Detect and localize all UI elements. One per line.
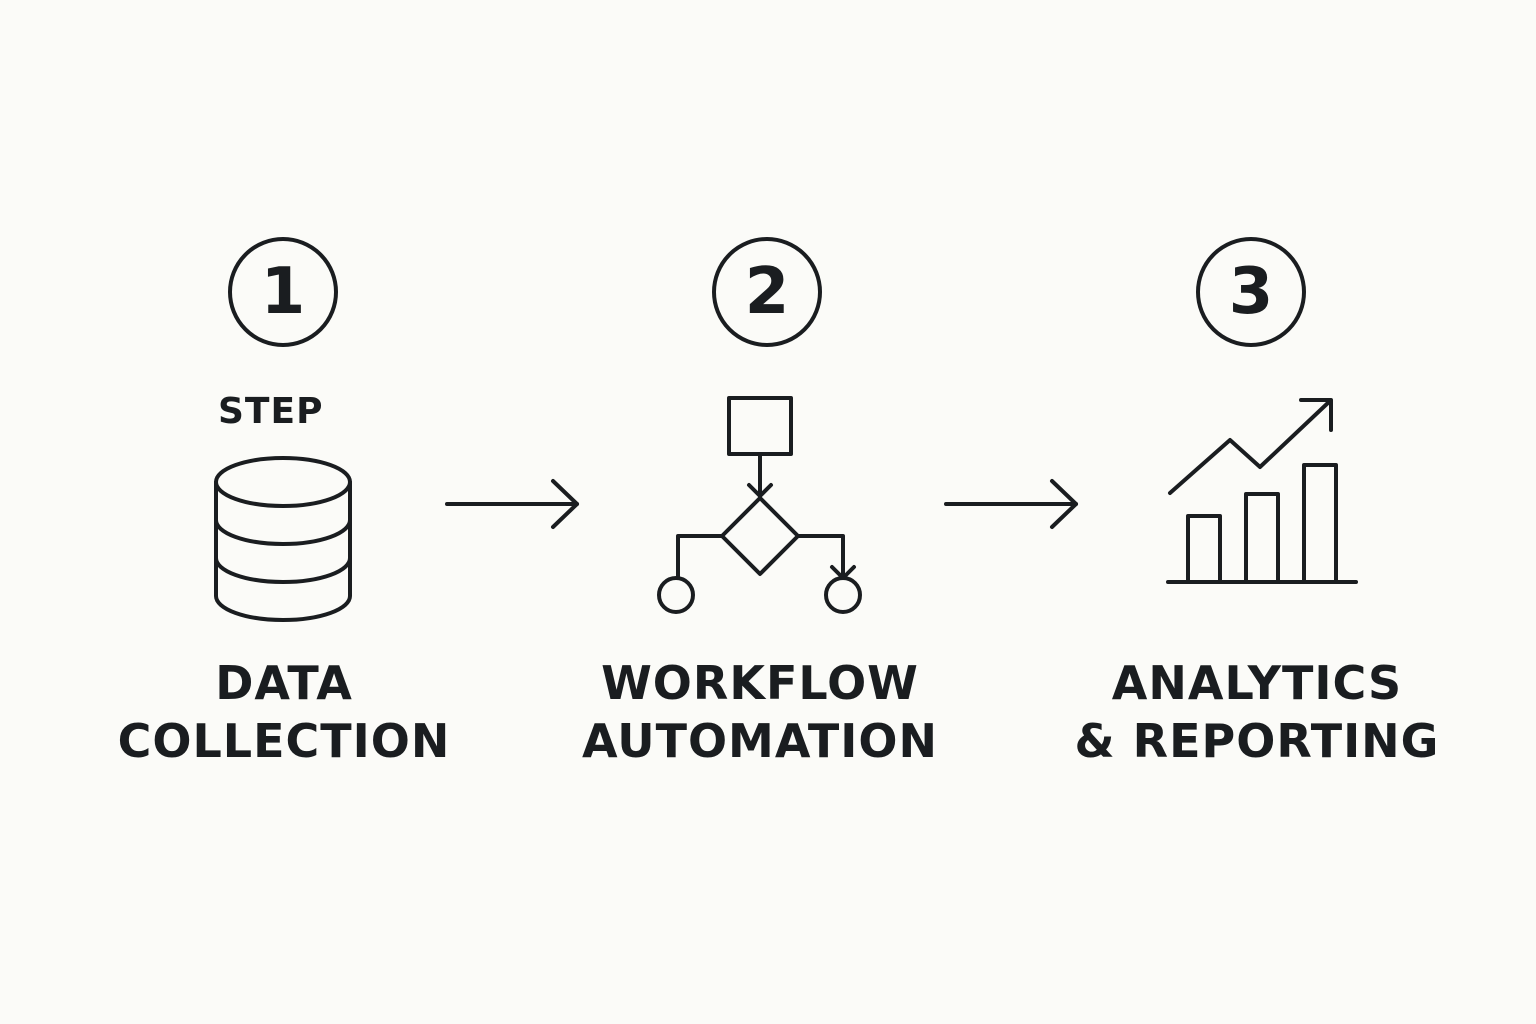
step-1-label-line2: COLLECTION	[117, 714, 451, 768]
step-3-label: ANALYTICS & REPORTING	[1074, 654, 1440, 770]
arrow-right-icon	[944, 479, 1078, 529]
step-3-number: 3	[1196, 237, 1306, 347]
step-2-label-line2: AUTOMATION	[582, 714, 938, 768]
step-1-label-line1: DATA	[215, 656, 353, 710]
step-1-number: 1	[228, 237, 338, 347]
arrow-right-icon	[445, 479, 579, 529]
step-3-label-line2: & REPORTING	[1074, 714, 1440, 768]
step-3-label-line1: ANALYTICS	[1111, 656, 1403, 710]
step-caption: STEP	[218, 391, 324, 432]
step-2-label-line1: WORKFLOW	[601, 656, 919, 710]
workflow-icon	[657, 396, 862, 614]
step-2-number: 2	[712, 237, 822, 347]
database-icon	[214, 456, 352, 622]
step-2-label: WORKFLOW AUTOMATION	[572, 654, 948, 770]
step-1-label: DATA COLLECTION	[96, 654, 472, 770]
bar-chart-trend-icon	[1166, 398, 1358, 584]
